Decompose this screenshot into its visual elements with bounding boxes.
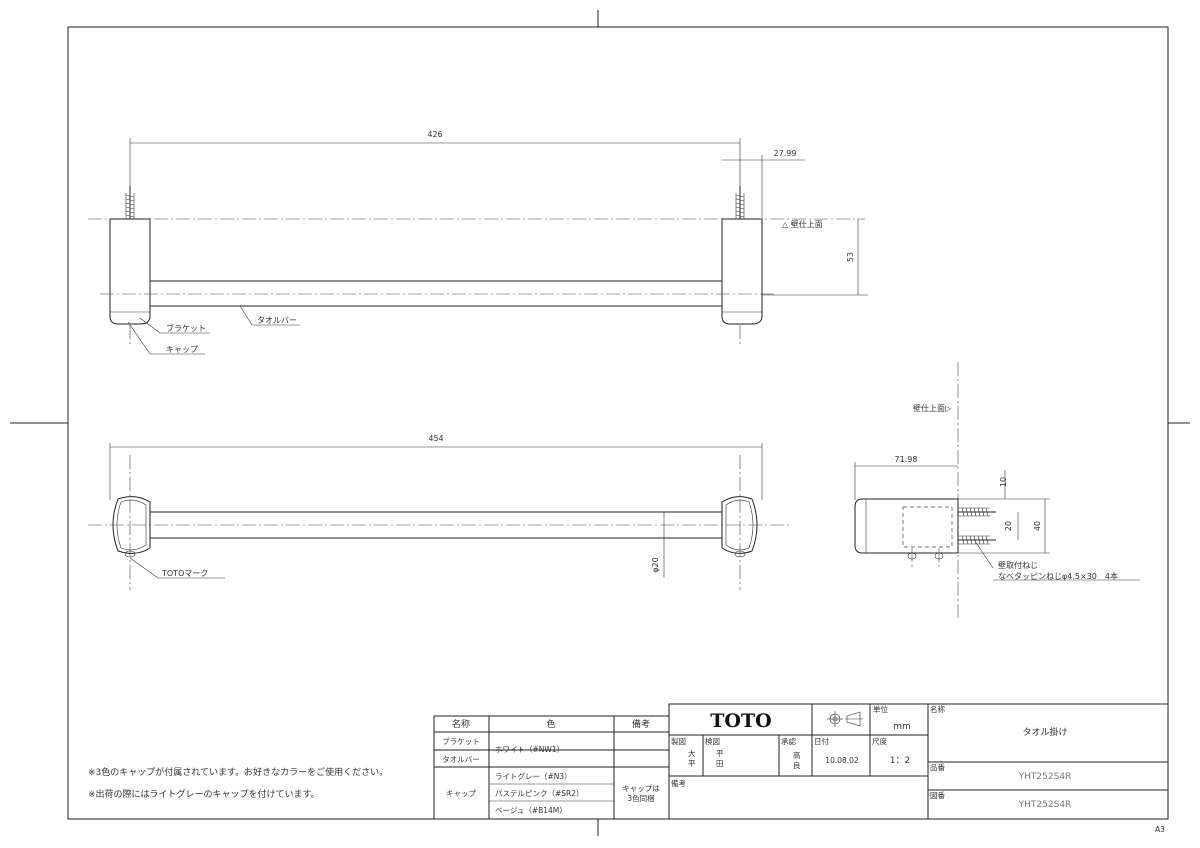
- projection-symbol-icon: [827, 711, 863, 727]
- dim-diameter: φ20: [651, 557, 660, 572]
- date-value: 10.08.02: [825, 756, 859, 765]
- checked-value-2: 田: [716, 759, 724, 768]
- title-block: TOTO 単位 mm 製図 大 平 検図 平 田 承認 高 良 日付 10.08…: [668, 703, 1169, 820]
- scale-label: 尺度: [872, 736, 887, 746]
- drawn-value-2: 平: [688, 759, 696, 768]
- dim-71-98: 71.98: [895, 455, 918, 464]
- towel-bar-top: [149, 280, 723, 307]
- cap-color-1: ライトグレー（#N3）: [495, 771, 572, 781]
- part-name-cap: キャップ: [446, 789, 476, 798]
- scale-value: 1：2: [890, 756, 910, 766]
- screw-right: [735, 186, 745, 219]
- unit-label: 単位: [873, 704, 888, 714]
- wall-surface-label-side: 壁仕上面▷: [913, 403, 952, 413]
- note-2: ※出荷の際にはライトグレーのキャップを付けています。: [88, 788, 320, 800]
- part-color-white: ホワイト（#NW1）: [495, 745, 564, 754]
- note-1: ※3色のキャップが付属されています。お好きなカラーをご使用ください。: [88, 766, 388, 778]
- bracket-right: [721, 218, 763, 325]
- cap-remark-1: キャップは: [622, 784, 660, 793]
- dim-40: 40: [1033, 521, 1042, 531]
- bracket-left: [109, 218, 151, 325]
- parts-header-name: 名称: [452, 718, 470, 730]
- screw-left: [125, 186, 135, 219]
- remarks-label: 備考: [671, 778, 686, 788]
- dim-426: 426: [427, 130, 442, 139]
- label-towel-bar: タオルバー: [257, 316, 297, 325]
- brand-logo: TOTO: [710, 710, 771, 732]
- approved-value-2: 良: [793, 760, 801, 770]
- drawn-value-1: 大: [688, 748, 696, 758]
- dim-10: 10: [999, 477, 1008, 487]
- name-value: タオル掛け: [1022, 726, 1067, 738]
- top-view: 426 27.99 △ 壁仕上面 53: [88, 130, 868, 355]
- part-no-value: YHT252S4R: [1018, 772, 1072, 782]
- checked-label: 検図: [705, 736, 720, 746]
- cap-left: [112, 496, 151, 554]
- approved-value-1: 高: [793, 750, 801, 760]
- dim-20: 20: [1004, 521, 1013, 531]
- approved-label: 承認: [781, 736, 796, 746]
- dim-53: 53: [846, 252, 855, 262]
- cap-right: [721, 496, 758, 554]
- parts-header-color: 色: [546, 718, 555, 730]
- front-view: 454 φ20 TOTOマーク: [88, 434, 790, 590]
- drawing-no-value: YHT252S4R: [1018, 800, 1072, 810]
- side-view: 壁仕上面▷ 71.98 10 20 40: [854, 362, 1140, 620]
- bracket-side: [854, 498, 959, 554]
- name-label: 名称: [930, 704, 945, 714]
- drawing-border: [67, 26, 1169, 820]
- date-label: 日付: [814, 736, 829, 746]
- wall-surface-label-top: △ 壁仕上面: [782, 219, 823, 229]
- label-bracket: ブラケット: [166, 323, 206, 333]
- screw-label-2: なべタッピンねじφ4.5×30 4本: [998, 571, 1118, 581]
- label-toto-mark: TOTOマーク: [161, 569, 208, 578]
- parts-header-remarks: 備考: [632, 718, 650, 730]
- part-name-bracket: ブラケット: [442, 736, 480, 746]
- dim-454: 454: [428, 434, 443, 443]
- sheet-size: A3: [1155, 825, 1165, 834]
- part-no-label: 品番: [930, 762, 945, 772]
- side-screw-upper: [958, 507, 996, 517]
- part-name-towel-bar: タオルバー: [442, 755, 480, 764]
- side-screw-lower: [958, 535, 996, 545]
- drawing-no-label: 図番: [930, 790, 945, 800]
- screw-label-1: 壁取付ねじ: [998, 560, 1038, 570]
- checked-value-1: 平: [716, 749, 724, 758]
- cap-color-2: パステルピンク（#SR2）: [495, 789, 584, 798]
- drawn-label: 製図: [671, 736, 686, 746]
- parts-table: 名称 色 備考 ブラケット タオルバー ホワイト（#NW1） キャップ ライトグ…: [433, 715, 670, 820]
- unit-value: mm: [893, 722, 911, 732]
- cap-remark-2: 3色同梱: [627, 793, 654, 803]
- label-cap: キャップ: [166, 345, 198, 354]
- dim-27-99: 27.99: [774, 149, 797, 158]
- cap-color-3: ベージュ（#B14M）: [495, 806, 567, 815]
